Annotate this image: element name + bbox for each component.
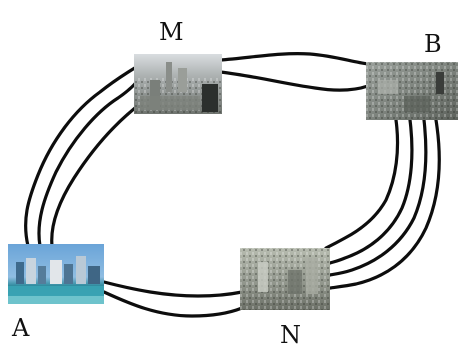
city-label-n: N <box>280 321 301 347</box>
roads-a-m <box>24 64 142 248</box>
roads-b-n <box>324 118 441 290</box>
road-a-n-2 <box>102 290 244 318</box>
city-label-b: B <box>424 30 442 58</box>
road-a-m-2 <box>37 78 140 248</box>
city-b-photo <box>366 62 458 120</box>
roads-a-n <box>102 280 244 318</box>
road-b-n-4 <box>328 118 441 290</box>
road-a-m-1 <box>24 64 140 248</box>
city-label-a: A <box>11 314 30 342</box>
road-a-n-1 <box>102 280 244 298</box>
city-m-photo <box>134 54 222 114</box>
city-label-m: M <box>159 18 184 46</box>
road-m-b-1 <box>218 52 370 66</box>
city-a-photo <box>8 244 104 304</box>
roads-m-b <box>218 52 370 92</box>
city-n-photo <box>240 248 330 310</box>
road-b-n-3 <box>328 118 428 277</box>
road-m-b-2 <box>218 70 370 92</box>
road-b-n-1 <box>324 118 400 250</box>
road-b-n-2 <box>328 118 414 265</box>
